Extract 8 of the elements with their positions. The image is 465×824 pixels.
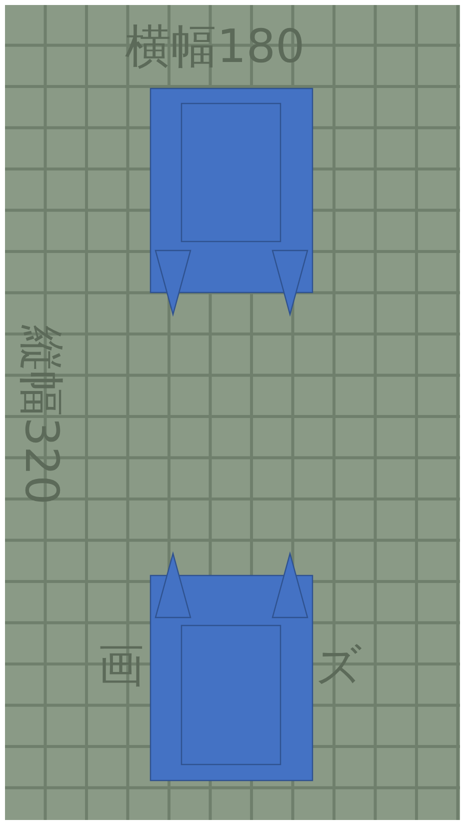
triangle-marker [155,250,191,315]
triangle-marker [272,250,308,315]
inner-panel [181,103,281,242]
inner-panel [181,625,281,765]
triangle-marker [272,553,308,618]
triangle-marker [155,553,191,618]
panel [150,88,313,293]
panel [150,575,313,781]
